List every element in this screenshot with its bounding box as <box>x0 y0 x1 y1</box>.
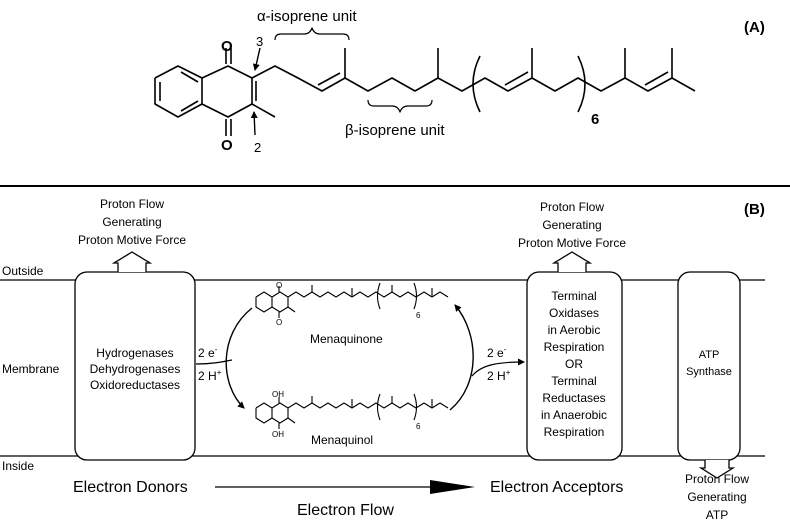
panel-b: (B) Outside Membrane Inside Proton Flow … <box>0 197 765 522</box>
electron-flow-arrow-head <box>430 480 475 494</box>
svg-text:Terminal: Terminal <box>551 374 596 388</box>
left-electron-transfer-line <box>195 359 233 365</box>
outside-label: Outside <box>2 264 44 278</box>
svg-text:in Anaerobic: in Anaerobic <box>541 408 607 422</box>
menaquinone-oxygen-bottom: O <box>276 318 282 327</box>
menaquinone-oxygen-top: O <box>276 281 282 290</box>
svg-text:Terminal: Terminal <box>551 289 596 303</box>
panel-a: (A) <box>154 8 765 155</box>
menaquinol-subscript: 6 <box>416 422 421 431</box>
svg-text:ATP: ATP <box>699 349 720 361</box>
svg-text:ATP: ATP <box>706 508 728 522</box>
svg-text:Generating: Generating <box>102 215 161 229</box>
proton-flow-left-label: Proton Flow Generating Proton Motive For… <box>78 197 186 247</box>
proton-flow-right-label: Proton Flow Generating Proton Motive For… <box>518 200 626 250</box>
svg-text:Oxidases: Oxidases <box>549 306 599 320</box>
panel-a-label: (A) <box>744 19 765 36</box>
right-electron-transfer-arrow <box>471 358 525 377</box>
position-2-label: 2 <box>254 140 261 155</box>
menaquinol-hydroxyl-top: OH <box>272 390 284 399</box>
right-electrons-label: 2 e- <box>487 345 507 360</box>
menaquinone-structure <box>154 27 696 136</box>
carbonyl-oxygen-bottom: O <box>221 137 233 154</box>
svg-text:Proton Flow: Proton Flow <box>100 197 164 211</box>
svg-text:Proton Motive Force: Proton Motive Force <box>78 233 186 247</box>
svg-text:Proton Flow: Proton Flow <box>685 472 749 486</box>
inside-label: Inside <box>2 459 34 473</box>
svg-text:Respiration: Respiration <box>544 425 605 439</box>
oxidation-arrow <box>449 304 474 411</box>
position-3-label: 3 <box>256 34 263 49</box>
repeat-count-label: 6 <box>591 111 599 128</box>
beta-isoprene-label: β-isoprene unit <box>345 122 445 139</box>
electron-flow-label: Electron Flow <box>297 502 394 519</box>
svg-text:Hydrogenases: Hydrogenases <box>96 346 173 360</box>
electron-donors-label: Electron Donors <box>73 479 188 496</box>
svg-text:Reductases: Reductases <box>542 391 605 405</box>
left-electrons-label: 2 e- <box>198 345 218 360</box>
membrane-label: Membrane <box>2 362 60 376</box>
svg-text:Proton Flow: Proton Flow <box>540 200 604 214</box>
svg-text:Respiration: Respiration <box>544 340 605 354</box>
right-protons-label: 2 H+ <box>487 368 511 383</box>
menaquinone-label: Menaquinone <box>310 332 383 346</box>
menaquinone-structure-small <box>255 282 449 318</box>
carbonyl-oxygen-top: O <box>221 38 233 55</box>
menaquinone-subscript: 6 <box>416 311 421 320</box>
terminal-enzyme-box-label: Terminal Oxidases in Aerobic Respiration… <box>541 289 607 439</box>
svg-text:Synthase: Synthase <box>686 366 732 378</box>
panel-b-label: (B) <box>744 201 765 218</box>
menaquinol-hydroxyl-bottom: OH <box>272 430 284 439</box>
proton-exit-notches <box>111 251 736 479</box>
svg-text:Dehydrogenases: Dehydrogenases <box>90 362 181 376</box>
left-protons-label: 2 H+ <box>198 368 222 383</box>
svg-text:in Aerobic: in Aerobic <box>548 323 601 337</box>
electron-acceptors-label: Electron Acceptors <box>490 479 623 496</box>
svg-text:Proton Motive Force: Proton Motive Force <box>518 236 626 250</box>
menaquinol-structure-small <box>255 393 449 429</box>
alpha-isoprene-label: α-isoprene unit <box>257 8 357 25</box>
svg-text:OR: OR <box>565 357 583 371</box>
dehydrogenase-box-label: Hydrogenases Dehydrogenases Oxidoreducta… <box>90 346 181 392</box>
menaquinol-label: Menaquinol <box>311 433 373 447</box>
proton-flow-atp-label: Proton Flow Generating ATP <box>685 472 749 522</box>
atp-synthase-box-label: ATP Synthase <box>686 349 732 378</box>
svg-text:Generating: Generating <box>687 490 746 504</box>
svg-text:Oxidoreductases: Oxidoreductases <box>90 378 180 392</box>
svg-text:Generating: Generating <box>542 218 601 232</box>
reduction-arrow <box>225 307 253 409</box>
